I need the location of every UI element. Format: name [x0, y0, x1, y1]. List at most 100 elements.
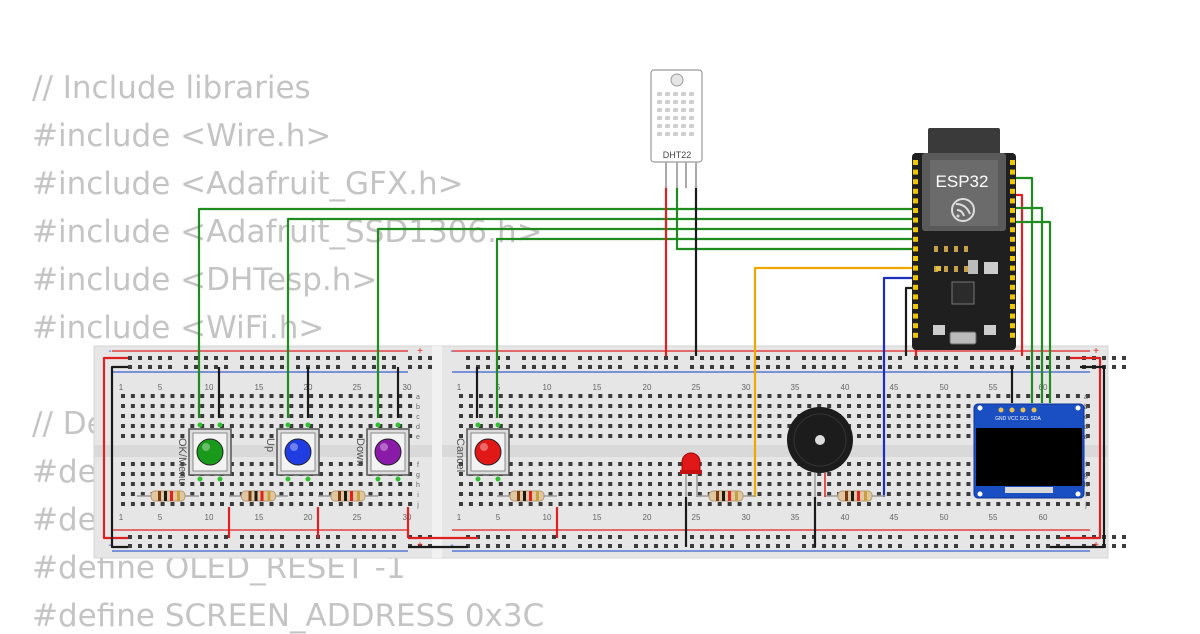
breadboard-hole	[210, 394, 215, 398]
breadboard-hole	[956, 482, 961, 486]
breadboard-hole	[737, 394, 742, 398]
breadboard-hole	[280, 535, 284, 539]
breadboard-hole	[842, 535, 846, 539]
column-number: 15	[593, 513, 602, 522]
breadboard-hole	[498, 424, 503, 428]
breadboard-hole	[886, 394, 891, 398]
breadboard-hole	[970, 544, 974, 548]
breadboard-hole	[348, 424, 353, 428]
breadboard-hole	[170, 434, 175, 438]
breadboard-hole	[906, 394, 911, 398]
breadboard-hole	[210, 492, 215, 496]
breadboard-hole	[638, 502, 643, 506]
breadboard-hole	[717, 434, 722, 438]
breadboard-hole	[1122, 356, 1126, 360]
breadboard-hole	[786, 544, 790, 548]
breadboard-hole	[506, 544, 510, 548]
esp32-pin	[913, 323, 918, 329]
breadboard-hole	[486, 535, 490, 539]
breadboard-hole	[468, 404, 473, 408]
breadboard-hole	[562, 356, 566, 360]
breadboard-hole	[388, 404, 393, 408]
pin-dot	[305, 422, 311, 428]
breadboard-hole	[956, 404, 961, 408]
breadboard-hole	[260, 356, 264, 360]
breadboard-hole	[542, 365, 546, 369]
breadboard-hole	[618, 535, 622, 539]
breadboard-hole	[180, 502, 185, 506]
esp32-usb-chip	[951, 281, 975, 305]
push-button[interactable]: Cancel	[454, 422, 510, 482]
breadboard-hole	[180, 414, 185, 418]
breadboard-hole	[388, 394, 393, 398]
breadboard-hole	[638, 394, 643, 398]
breadboard-hole	[980, 535, 984, 539]
breadboard-hole	[158, 365, 162, 369]
breadboard-hole	[528, 394, 533, 398]
breadboard-hole	[747, 414, 752, 418]
resistor-band	[851, 491, 854, 501]
esp32-pin	[1010, 246, 1015, 252]
push-button[interactable]: OK/Menu	[176, 422, 232, 485]
code-line: #include <WiFi.h>	[32, 310, 325, 346]
breadboard-hole	[618, 462, 623, 466]
breadboard-hole	[578, 404, 583, 408]
breadboard-hole	[352, 365, 356, 369]
breadboard-hole	[667, 492, 672, 496]
breadboard-hole	[966, 502, 971, 506]
breadboard-hole	[194, 535, 198, 539]
breadboard-hole	[807, 394, 812, 398]
breadboard-hole	[368, 492, 373, 496]
breadboard-hole	[658, 462, 662, 466]
push-button[interactable]: Up	[264, 422, 320, 482]
breadboard-hole	[717, 472, 722, 476]
breadboard-hole	[866, 394, 871, 398]
breadboard-hole	[558, 404, 563, 408]
breadboard-hole	[148, 356, 152, 360]
push-button[interactable]: Down	[354, 422, 410, 482]
breadboard-hole	[767, 482, 772, 486]
breadboard-hole	[148, 544, 152, 548]
breadboard-hole	[249, 404, 254, 408]
breadboard-hole	[568, 434, 573, 438]
breadboard-hole	[279, 424, 284, 428]
esp32-usb-port	[949, 331, 977, 345]
breadboard-hole	[747, 404, 752, 408]
breadboard-hole	[289, 394, 294, 398]
breadboard-hole	[1112, 356, 1116, 360]
breadboard-hole	[568, 424, 573, 428]
wire-oled-scl	[1016, 176, 1034, 403]
breadboard-hole	[956, 492, 961, 496]
column-number: 5	[496, 383, 501, 392]
esp32-en-button	[933, 325, 945, 335]
breadboard-hole	[578, 424, 583, 428]
breadboard-hole	[707, 394, 712, 398]
resistor-band	[845, 491, 848, 501]
breadboard-hole	[618, 472, 623, 476]
breadboard-hole	[249, 394, 254, 398]
breadboard-hole	[478, 492, 483, 496]
breadboard-hole	[260, 365, 264, 369]
breadboard-hole	[832, 365, 836, 369]
breadboard-hole	[362, 535, 366, 539]
breadboard-hole	[1046, 535, 1050, 539]
breadboard-hole	[528, 404, 533, 408]
breadboard-hole	[608, 365, 612, 369]
breadboard-hole	[378, 482, 383, 486]
breadboard-hole	[924, 365, 928, 369]
breadboard-hole	[807, 492, 812, 496]
oled-display: GND VCC SCL SDA	[973, 403, 1085, 499]
breadboard-hole	[737, 482, 742, 486]
dht22-vent	[673, 116, 678, 120]
breadboard-hole	[538, 414, 543, 418]
rail-symbol: -	[450, 540, 453, 551]
breadboard-hole	[280, 365, 284, 369]
breadboard-hole	[807, 404, 812, 408]
breadboard-hole	[934, 535, 938, 539]
breadboard-hole	[459, 502, 463, 506]
breadboard-hole	[737, 462, 742, 466]
breadboard-hole	[966, 462, 971, 466]
breadboard-hole	[926, 492, 931, 496]
breadboard-hole	[914, 535, 918, 539]
breadboard-hole	[1085, 482, 1090, 486]
